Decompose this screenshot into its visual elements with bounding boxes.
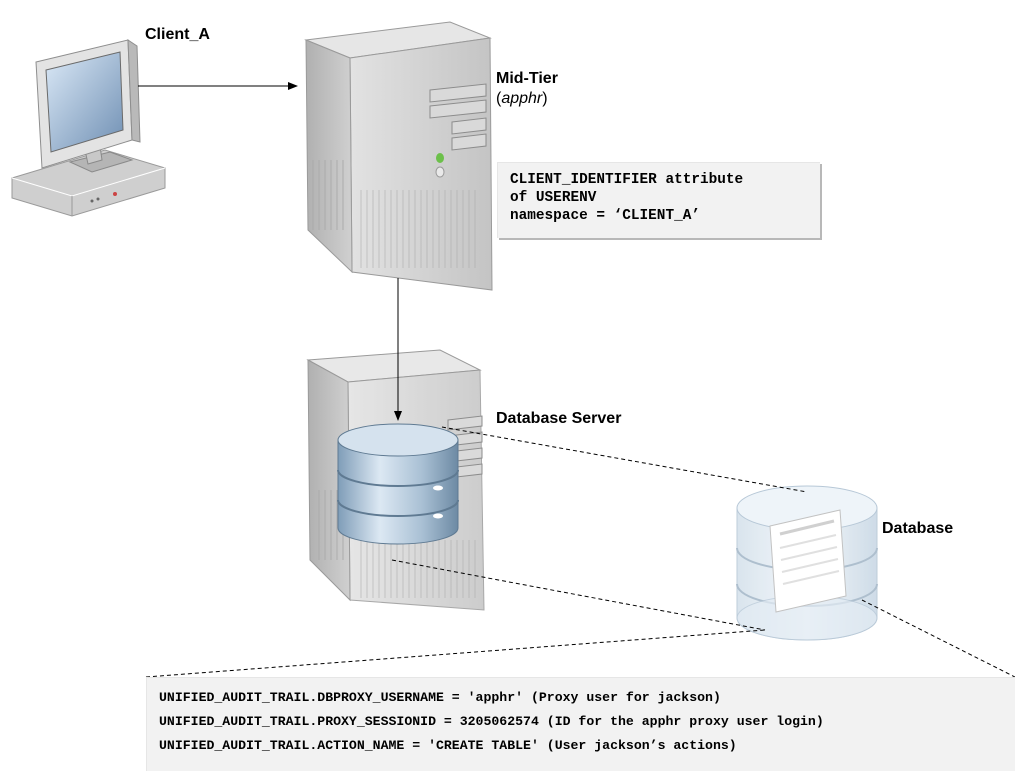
mid-tier-server-icon (304, 21, 493, 291)
mid-tier-label: Mid-Tier (496, 70, 558, 87)
database-label: Database (882, 520, 954, 537)
database-server-icon (306, 349, 485, 611)
audit-line: UNIFIED_AUDIT_TRAIL.PROXY_SESSIONID = 32… (159, 714, 824, 729)
database-to-audit-dashed-left (145, 629, 766, 678)
client-computer-icon (11, 39, 166, 217)
unified-audit-trail-box: UNIFIED_AUDIT_TRAIL.DBPROXY_USERNAME = '… (146, 677, 1015, 771)
database-to-audit-dashed-right (861, 599, 1015, 678)
dbserver-to-database-dashed-lower (391, 559, 766, 631)
database-cylinder-icon (736, 485, 878, 641)
client-identifier-context-box: CLIENT_IDENTIFIER attribute of USERENV n… (497, 162, 820, 238)
client-label: Client_A (145, 26, 210, 43)
context-line: namespace = ‘CLIENT_A’ (510, 208, 700, 224)
database-disk-stack-icon (337, 423, 459, 545)
mid-tier-user-open-paren: ( (496, 90, 502, 107)
mid-tier-user-name: apphr (501, 90, 543, 107)
mid-tier-user-label: (apphr) (496, 90, 548, 108)
dbserver-to-database-dashed-upper (441, 426, 808, 493)
context-line: CLIENT_IDENTIFIER attribute (510, 172, 744, 188)
mid-tier-user-close-paren: ) (542, 90, 548, 107)
context-line: of USERENV (510, 190, 597, 206)
audit-line: UNIFIED_AUDIT_TRAIL.ACTION_NAME = 'CREAT… (159, 738, 737, 753)
database-server-label: Database Server (496, 410, 622, 427)
audit-line: UNIFIED_AUDIT_TRAIL.DBPROXY_USERNAME = '… (159, 690, 721, 705)
